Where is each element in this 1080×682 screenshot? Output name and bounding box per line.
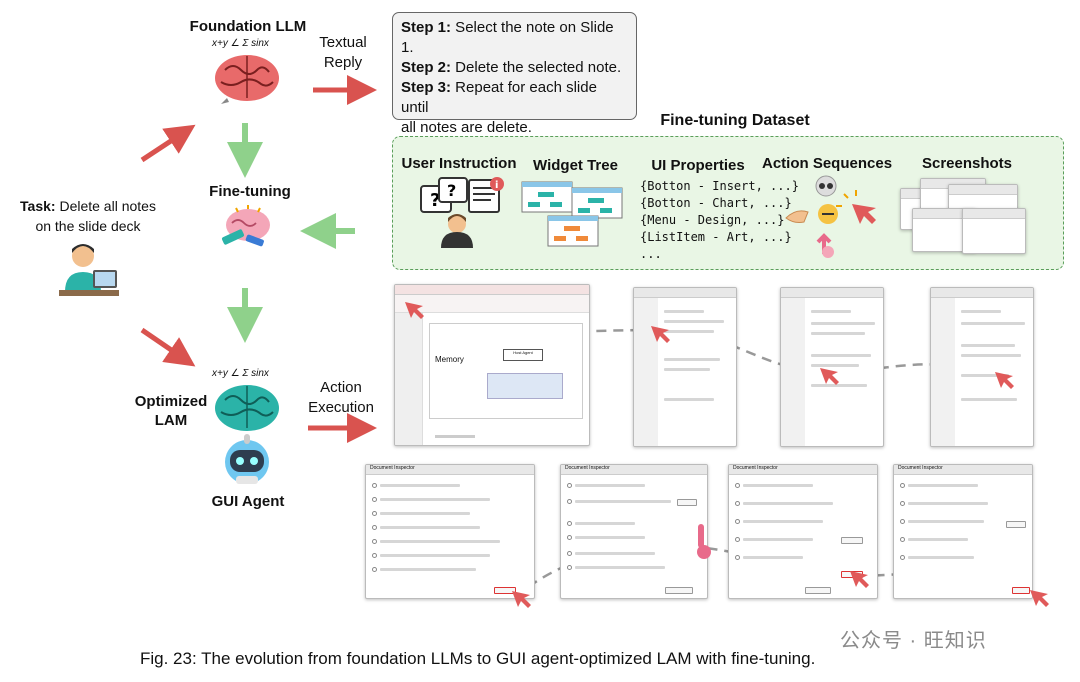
formula-text-2: x+y ∠ Σ sinx <box>212 368 269 379</box>
textual-reply-steps: Step 1: Select the note on Slide 1. Step… <box>392 12 637 156</box>
foundation-llm-title: Foundation LLM <box>189 18 307 35</box>
slide-title: Memory <box>435 355 464 364</box>
screenshots-collage <box>900 178 1030 258</box>
col-action-sequences: Action Sequences <box>762 155 893 172</box>
dataset-title: Fine-tuning Dataset <box>660 112 810 129</box>
action-execution-label: Action Execution <box>308 379 374 416</box>
powerpoint-screenshot: Memory Host Agent <box>394 284 590 446</box>
gui-agent-title: GUI Agent <box>211 493 285 510</box>
shot-2 <box>633 287 737 447</box>
optimized-lam-title: Optimized LAM <box>134 393 208 429</box>
document-inspector-dialog-2: Document Inspector <box>560 464 708 599</box>
optimized-brain-icon <box>215 385 279 431</box>
task-description: Task: Delete all notes on the slide deck <box>20 198 156 234</box>
user-at-laptop-icon <box>59 244 119 296</box>
figure-caption: Fig. 23: The evolution from foundation L… <box>140 649 816 668</box>
col-widget-tree: Widget Tree <box>533 157 618 174</box>
col-screenshots: Screenshots <box>921 155 1013 172</box>
click-cursor-icon <box>405 302 1049 608</box>
widget-tree-icon <box>521 181 623 247</box>
shot-3 <box>780 287 884 447</box>
document-inspector-dialog-4: Document Inspector <box>893 464 1033 599</box>
fine-tuning-brain-icon <box>221 205 270 247</box>
ui-properties-list: {Botton - Insert, ...} {Botton - Chart, … <box>640 179 799 261</box>
document-inspector-dialog-3: Document Inspector <box>728 464 878 599</box>
action-sequences-icon <box>785 175 876 258</box>
document-inspector-dialog-1: Document Inspector <box>365 464 535 599</box>
fine-tuning-title: Fine-tuning <box>209 183 291 200</box>
col-user-instruction: User Instruction <box>401 155 517 172</box>
brain-icon <box>215 55 279 104</box>
watermark: 公众号 · 旺知识 <box>840 630 987 652</box>
shot-4 <box>930 287 1034 447</box>
user-instruction-icon: ? ? i <box>420 177 504 248</box>
col-ui-properties: UI Properties <box>651 157 745 174</box>
arrow-task-to-lam <box>140 327 196 367</box>
svg-text:i: i <box>495 180 498 191</box>
svg-text:?: ? <box>430 190 440 211</box>
arrow-task-to-llm <box>140 124 196 163</box>
svg-text:?: ? <box>447 181 456 200</box>
scroll-hand-icon <box>697 524 711 559</box>
slide-agent-box: Host Agent <box>503 349 543 361</box>
textual-reply-label: Textual Reply <box>319 34 367 71</box>
formula-text: x+y ∠ Σ sinx <box>212 38 269 49</box>
robot-icon <box>225 434 269 484</box>
